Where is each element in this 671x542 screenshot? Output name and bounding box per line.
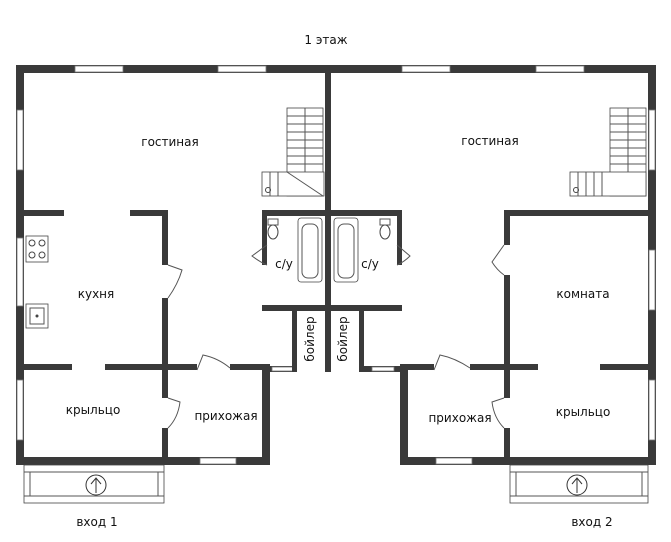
toilet-right-icon (379, 218, 391, 240)
interior-walls (24, 73, 648, 461)
windows (16, 65, 656, 465)
room-label-kitchen: кухня (78, 287, 115, 301)
room-label-hall-right: прихожая (428, 411, 491, 425)
bathtub-right-icon (333, 217, 359, 283)
entrance-label-left: вход 1 (76, 515, 117, 529)
floor-title: 1 этаж (304, 33, 347, 47)
room-label-porch-right: крыльцо (556, 405, 611, 419)
door-swings (167, 244, 505, 429)
room-label-living-left: гостиная (141, 135, 198, 149)
room-label-porch-left: крыльцо (66, 403, 121, 417)
room-label-bathroom-right: с/у (361, 257, 379, 271)
room-label-boiler-right: бойлер (336, 316, 350, 361)
room-label-boiler-left: бойлер (303, 316, 317, 361)
toilet-left-icon (267, 218, 279, 240)
stairs-left (261, 107, 325, 197)
room-label-hall-left: прихожая (194, 409, 257, 423)
bathtub-left-icon (297, 217, 323, 283)
entrance-arrow-left-icon (85, 474, 107, 496)
stove-icon (25, 235, 49, 263)
sink-icon (25, 303, 49, 329)
room-label-room-right: комната (556, 287, 609, 301)
room-label-bathroom-left: с/у (275, 257, 293, 271)
entrance-arrow-right-icon (566, 474, 588, 496)
entrance-label-right: вход 2 (571, 515, 612, 529)
stairs-right (569, 107, 647, 197)
room-label-living-right: гостиная (461, 134, 518, 148)
